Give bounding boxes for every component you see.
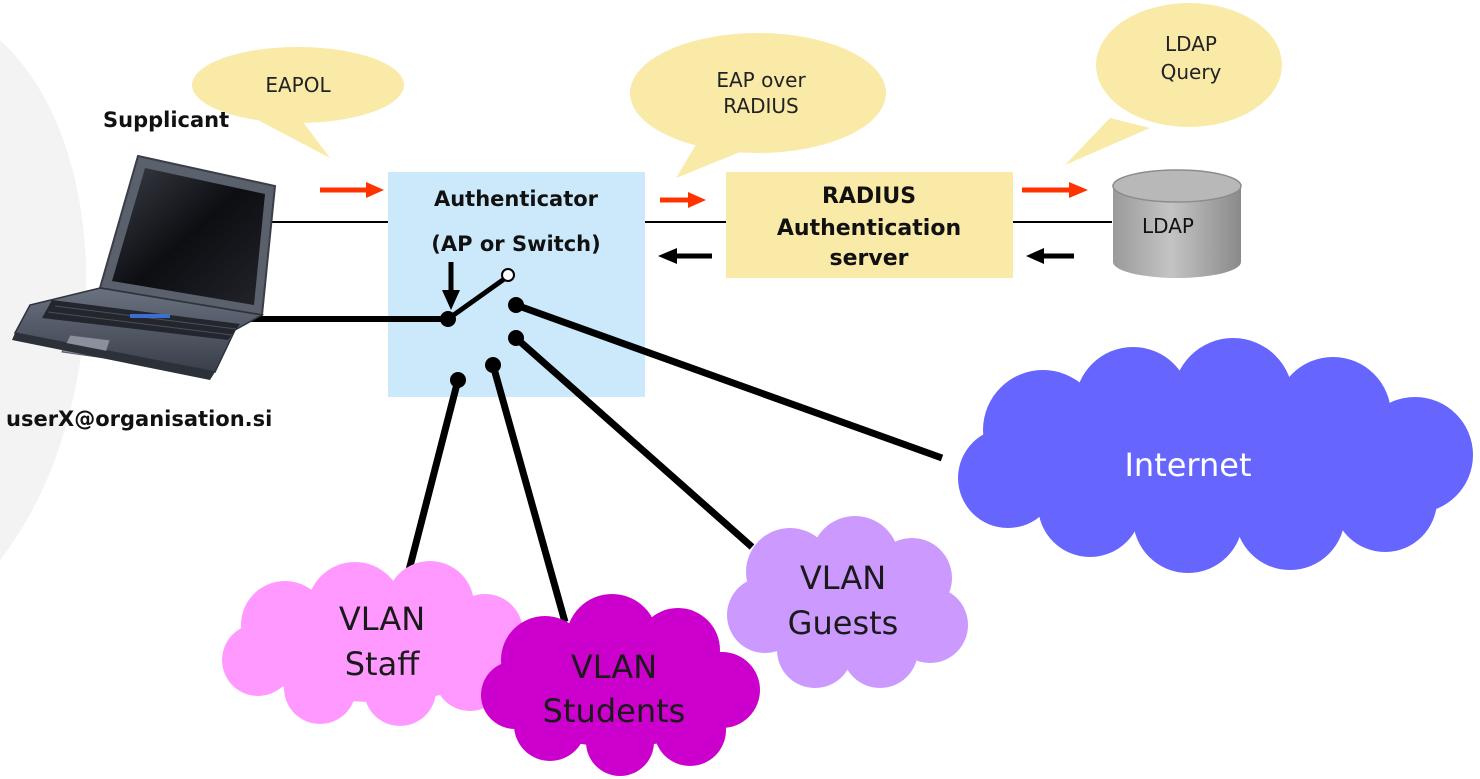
- cloud-guests: [727, 516, 968, 688]
- callout-ldap-query-line2: Query: [1161, 60, 1222, 84]
- database-cylinder-icon: [1112, 169, 1242, 278]
- callout-ldap-query: LDAP Query: [1065, 3, 1282, 165]
- authenticator-title: Authenticator: [434, 187, 599, 211]
- radius-label-line3: server: [830, 246, 909, 271]
- authenticator-box: [388, 172, 645, 397]
- arrow-switch-control: [442, 262, 460, 310]
- user-identity-label: userX@organisation.si: [6, 407, 272, 431]
- switch-open-contact: [501, 268, 515, 282]
- link-to-internet: [514, 301, 944, 462]
- link-to-students: [489, 364, 569, 623]
- callout-eap-radius-line1: EAP over: [716, 68, 806, 92]
- authenticator-subtitle: (AP or Switch): [431, 232, 600, 256]
- callout-eap-over-radius: EAP over RADIUS: [630, 33, 886, 178]
- switch-links: [245, 274, 944, 623]
- staff-label-line2: Staff: [345, 645, 420, 683]
- radius-label-line1: RADIUS: [822, 184, 916, 209]
- background-swoosh: [0, 40, 87, 560]
- cloud-internet: [958, 338, 1473, 573]
- radius-label-line2: Authentication: [777, 216, 961, 241]
- link-to-staff: [403, 379, 462, 579]
- arrow-request-radius: [660, 192, 706, 208]
- link-to-guests: [513, 335, 755, 550]
- callout-eap-radius-line2: RADIUS: [723, 94, 798, 118]
- radius-server-box: [726, 172, 1013, 278]
- switch-contacts: [440, 268, 524, 388]
- guests-label-line1: VLAN: [800, 559, 886, 597]
- arrow-request-ldap: [1022, 182, 1088, 198]
- arrow-response-radius: [658, 248, 712, 264]
- callout-eapol: EAPOL: [192, 47, 404, 158]
- contact-internet: [508, 297, 524, 313]
- switch-lever: [446, 274, 509, 322]
- staff-label-line1: VLAN: [339, 600, 425, 638]
- ldap-label: LDAP: [1142, 214, 1194, 238]
- supplicant-label: Supplicant: [103, 108, 229, 132]
- contact-students: [485, 357, 501, 373]
- callout-eapol-text: EAPOL: [265, 73, 331, 97]
- switch-pivot: [440, 311, 456, 327]
- internet-label: Internet: [1124, 446, 1251, 484]
- callout-ldap-query-line1: LDAP: [1165, 32, 1217, 56]
- students-label-line1: VLAN: [571, 648, 657, 686]
- cloud-students: [481, 594, 760, 776]
- arrow-response-ldap: [1026, 248, 1074, 264]
- students-label-line2: Students: [543, 692, 686, 730]
- arrow-request-eapol: [320, 182, 384, 198]
- cloud-staff: [222, 561, 523, 726]
- contact-staff: [450, 372, 466, 388]
- contact-guests: [508, 330, 524, 346]
- laptop-icon: [12, 154, 277, 380]
- guests-label-line2: Guests: [788, 604, 899, 642]
